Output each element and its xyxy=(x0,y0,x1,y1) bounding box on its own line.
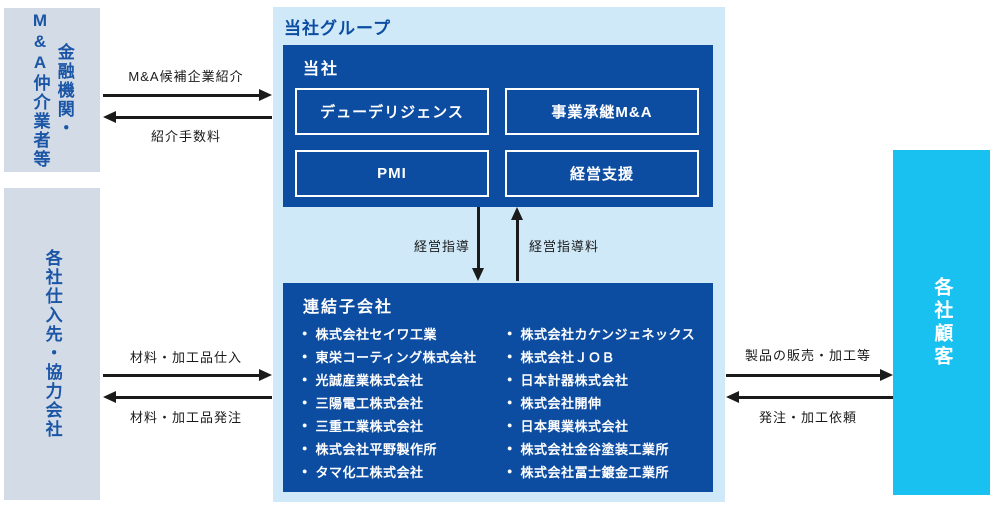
subsidiary-name: 光誠産業株式会社 xyxy=(315,373,424,388)
bullet-icon: ● xyxy=(507,351,513,361)
subsidiary-item: ● 株式会社開伸 xyxy=(507,391,695,414)
bullet-icon: ● xyxy=(507,466,513,476)
subsidiary-item: ● 三重工業株式会社 xyxy=(302,414,477,437)
subsidiary-name: 株式会社冨士鍍金工業所 xyxy=(520,465,669,480)
company-box: 当社 デューデリジェンス 事業承継M&A PMI 経営支援 xyxy=(283,45,713,207)
suppliers-box: 各社仕入先・協力会社 xyxy=(4,188,100,500)
label-ma-candidate-intro: M&A候補企業紹介 xyxy=(128,69,244,84)
subsidiary-item: ● 日本計器株式会社 xyxy=(507,368,695,391)
label-referral-fee: 紹介手数料 xyxy=(150,129,221,144)
label-management-guidance-fee: 経営指導料 xyxy=(529,239,600,254)
subsidiary-name: タマ化工株式会社 xyxy=(315,465,424,480)
subsidiary-name: 株式会社開伸 xyxy=(520,396,602,411)
subsidiaries-title: 連結子会社 xyxy=(303,299,394,316)
service-box-due-diligence: デューデリジェンス xyxy=(295,88,489,135)
subsidiary-item: ● 株式会社平野製作所 xyxy=(302,437,477,460)
subsidiary-name: 三重工業株式会社 xyxy=(315,419,424,434)
subsidiary-name: 株式会社ＪＯＢ xyxy=(520,350,615,365)
subsidiary-item: ● 光誠産業株式会社 xyxy=(302,368,477,391)
arrow-referral-fee xyxy=(103,111,272,123)
subsidiary-item: ● 東栄コーティング株式会社 xyxy=(302,345,477,368)
subsidiary-item: ● 株式会社ＪＯＢ xyxy=(507,345,695,368)
subsidiaries-box: 連結子会社 ● 株式会社セイワ工業 ● 東栄コーティング株式会社 ● 光誠産業株… xyxy=(283,283,713,492)
arrow-management-guidance-fee xyxy=(511,207,523,281)
label-management-guidance: 経営指導 xyxy=(413,239,470,254)
subsidiary-name: 日本計器株式会社 xyxy=(520,373,629,388)
bullet-icon: ● xyxy=(507,328,513,338)
bullet-icon: ● xyxy=(302,351,308,361)
financial-institutions-label-line2: M&A仲介業者等 xyxy=(30,11,50,169)
subsidiary-name: 株式会社金谷塗装工業所 xyxy=(520,442,669,457)
subsidiary-name: 日本興業株式会社 xyxy=(520,419,629,434)
financial-institutions-label-line1: 金融機関・ xyxy=(54,42,74,138)
subsidiary-name: 株式会社セイワ工業 xyxy=(315,327,437,342)
subsidiary-item: ● 株式会社セイワ工業 xyxy=(302,322,477,345)
label-materials-purchase: 材料・加工品仕入 xyxy=(129,350,242,365)
subsidiary-item: ● 株式会社冨士鍍金工業所 xyxy=(507,460,695,483)
bullet-icon: ● xyxy=(507,420,513,430)
subsidiary-list-column2: ● 株式会社カケンジェネックス ● 株式会社ＪＯＢ ● 日本計器株式会社 ● 株… xyxy=(507,322,695,483)
subsidiary-name: 株式会社カケンジェネックス xyxy=(520,327,696,342)
arrow-materials-purchase xyxy=(103,369,272,381)
financial-institutions-box: 金融機関・ M&A仲介業者等 xyxy=(4,8,100,172)
service-box-pmi: PMI xyxy=(295,150,489,197)
label-order-processing-request: 発注・加工依頼 xyxy=(758,410,857,425)
arrow-order-processing-request xyxy=(726,391,893,403)
suppliers-label: 各社仕入先・協力会社 xyxy=(42,249,62,439)
bullet-icon: ● xyxy=(302,466,308,476)
bullet-icon: ● xyxy=(507,443,513,453)
subsidiary-name: 東栄コーティング株式会社 xyxy=(315,350,477,365)
subsidiary-item: ● 三陽電工株式会社 xyxy=(302,391,477,414)
customers-label: 各社顧客 xyxy=(931,276,953,369)
label-materials-order: 材料・加工品発注 xyxy=(129,410,242,425)
group-title: 当社グループ xyxy=(284,19,391,38)
subsidiary-item: ● タマ化工株式会社 xyxy=(302,460,477,483)
bullet-icon: ● xyxy=(507,397,513,407)
bullet-icon: ● xyxy=(302,328,308,338)
company-title: 当社 xyxy=(303,61,340,78)
subsidiary-name: 三陽電工株式会社 xyxy=(315,396,424,411)
subsidiary-list-column1: ● 株式会社セイワ工業 ● 東栄コーティング株式会社 ● 光誠産業株式会社 ● … xyxy=(302,322,477,483)
arrow-materials-order xyxy=(103,391,272,403)
subsidiary-item: ● 株式会社カケンジェネックス xyxy=(507,322,695,345)
subsidiary-name: 株式会社平野製作所 xyxy=(315,442,437,457)
bullet-icon: ● xyxy=(507,374,513,384)
bullet-icon: ● xyxy=(302,443,308,453)
label-product-sales: 製品の販売・加工等 xyxy=(744,348,871,363)
service-box-business-succession-ma: 事業承継M&A xyxy=(505,88,699,135)
subsidiary-item: ● 日本興業株式会社 xyxy=(507,414,695,437)
arrow-product-sales xyxy=(726,369,893,381)
arrow-management-guidance xyxy=(472,207,484,281)
bullet-icon: ● xyxy=(302,420,308,430)
group-container: 当社グループ 当社 デューデリジェンス 事業承継M&A PMI 経営支援 連結子… xyxy=(273,7,725,502)
bullet-icon: ● xyxy=(302,397,308,407)
subsidiary-item: ● 株式会社金谷塗装工業所 xyxy=(507,437,695,460)
bullet-icon: ● xyxy=(302,374,308,384)
customers-box: 各社顧客 xyxy=(893,150,990,495)
service-box-management-support: 経営支援 xyxy=(505,150,699,197)
arrow-ma-candidate-intro xyxy=(103,89,272,101)
